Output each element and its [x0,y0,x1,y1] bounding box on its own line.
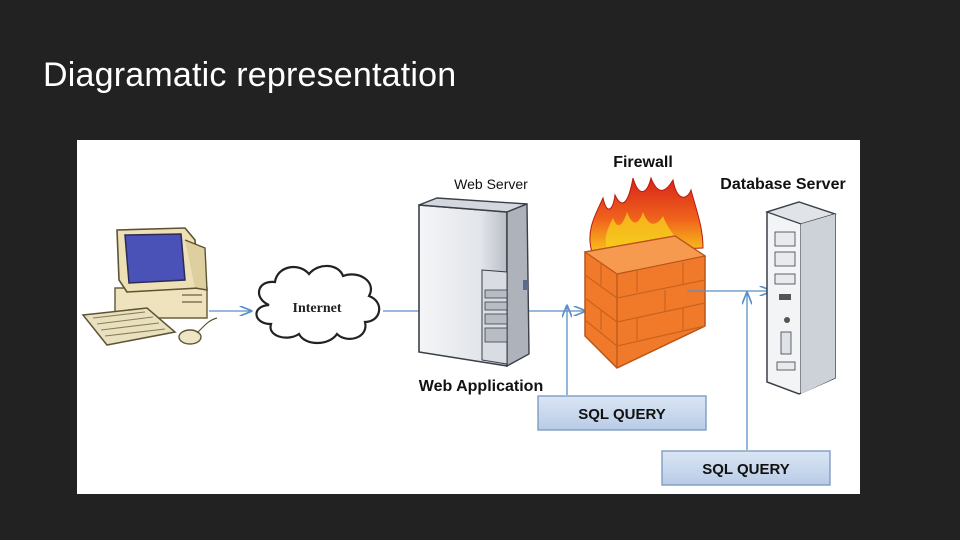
slide-title: Diagramatic representation [43,56,457,94]
web-server-icon [418,197,530,368]
internet-label: Internet [293,301,342,316]
firewall-label: Firewall [613,154,673,171]
sql-query-label-1: SQL QUERY [578,406,666,423]
firewall-icon [583,176,707,369]
sql-query-box-1: SQL QUERY [537,395,707,431]
web-server-label: Web Server [454,176,528,192]
client-computer-icon [81,227,218,346]
diagram-panel: Internet Web Server Web Application Fire… [77,140,860,494]
web-application-label: Web Application [419,378,543,395]
internet-cloud-icon: Internet [255,264,381,345]
database-server-label: Database Server [720,176,845,193]
sql-query-box-2: SQL QUERY [661,450,831,486]
sql-query-label-2: SQL QUERY [702,461,790,478]
database-server-icon [765,201,838,395]
